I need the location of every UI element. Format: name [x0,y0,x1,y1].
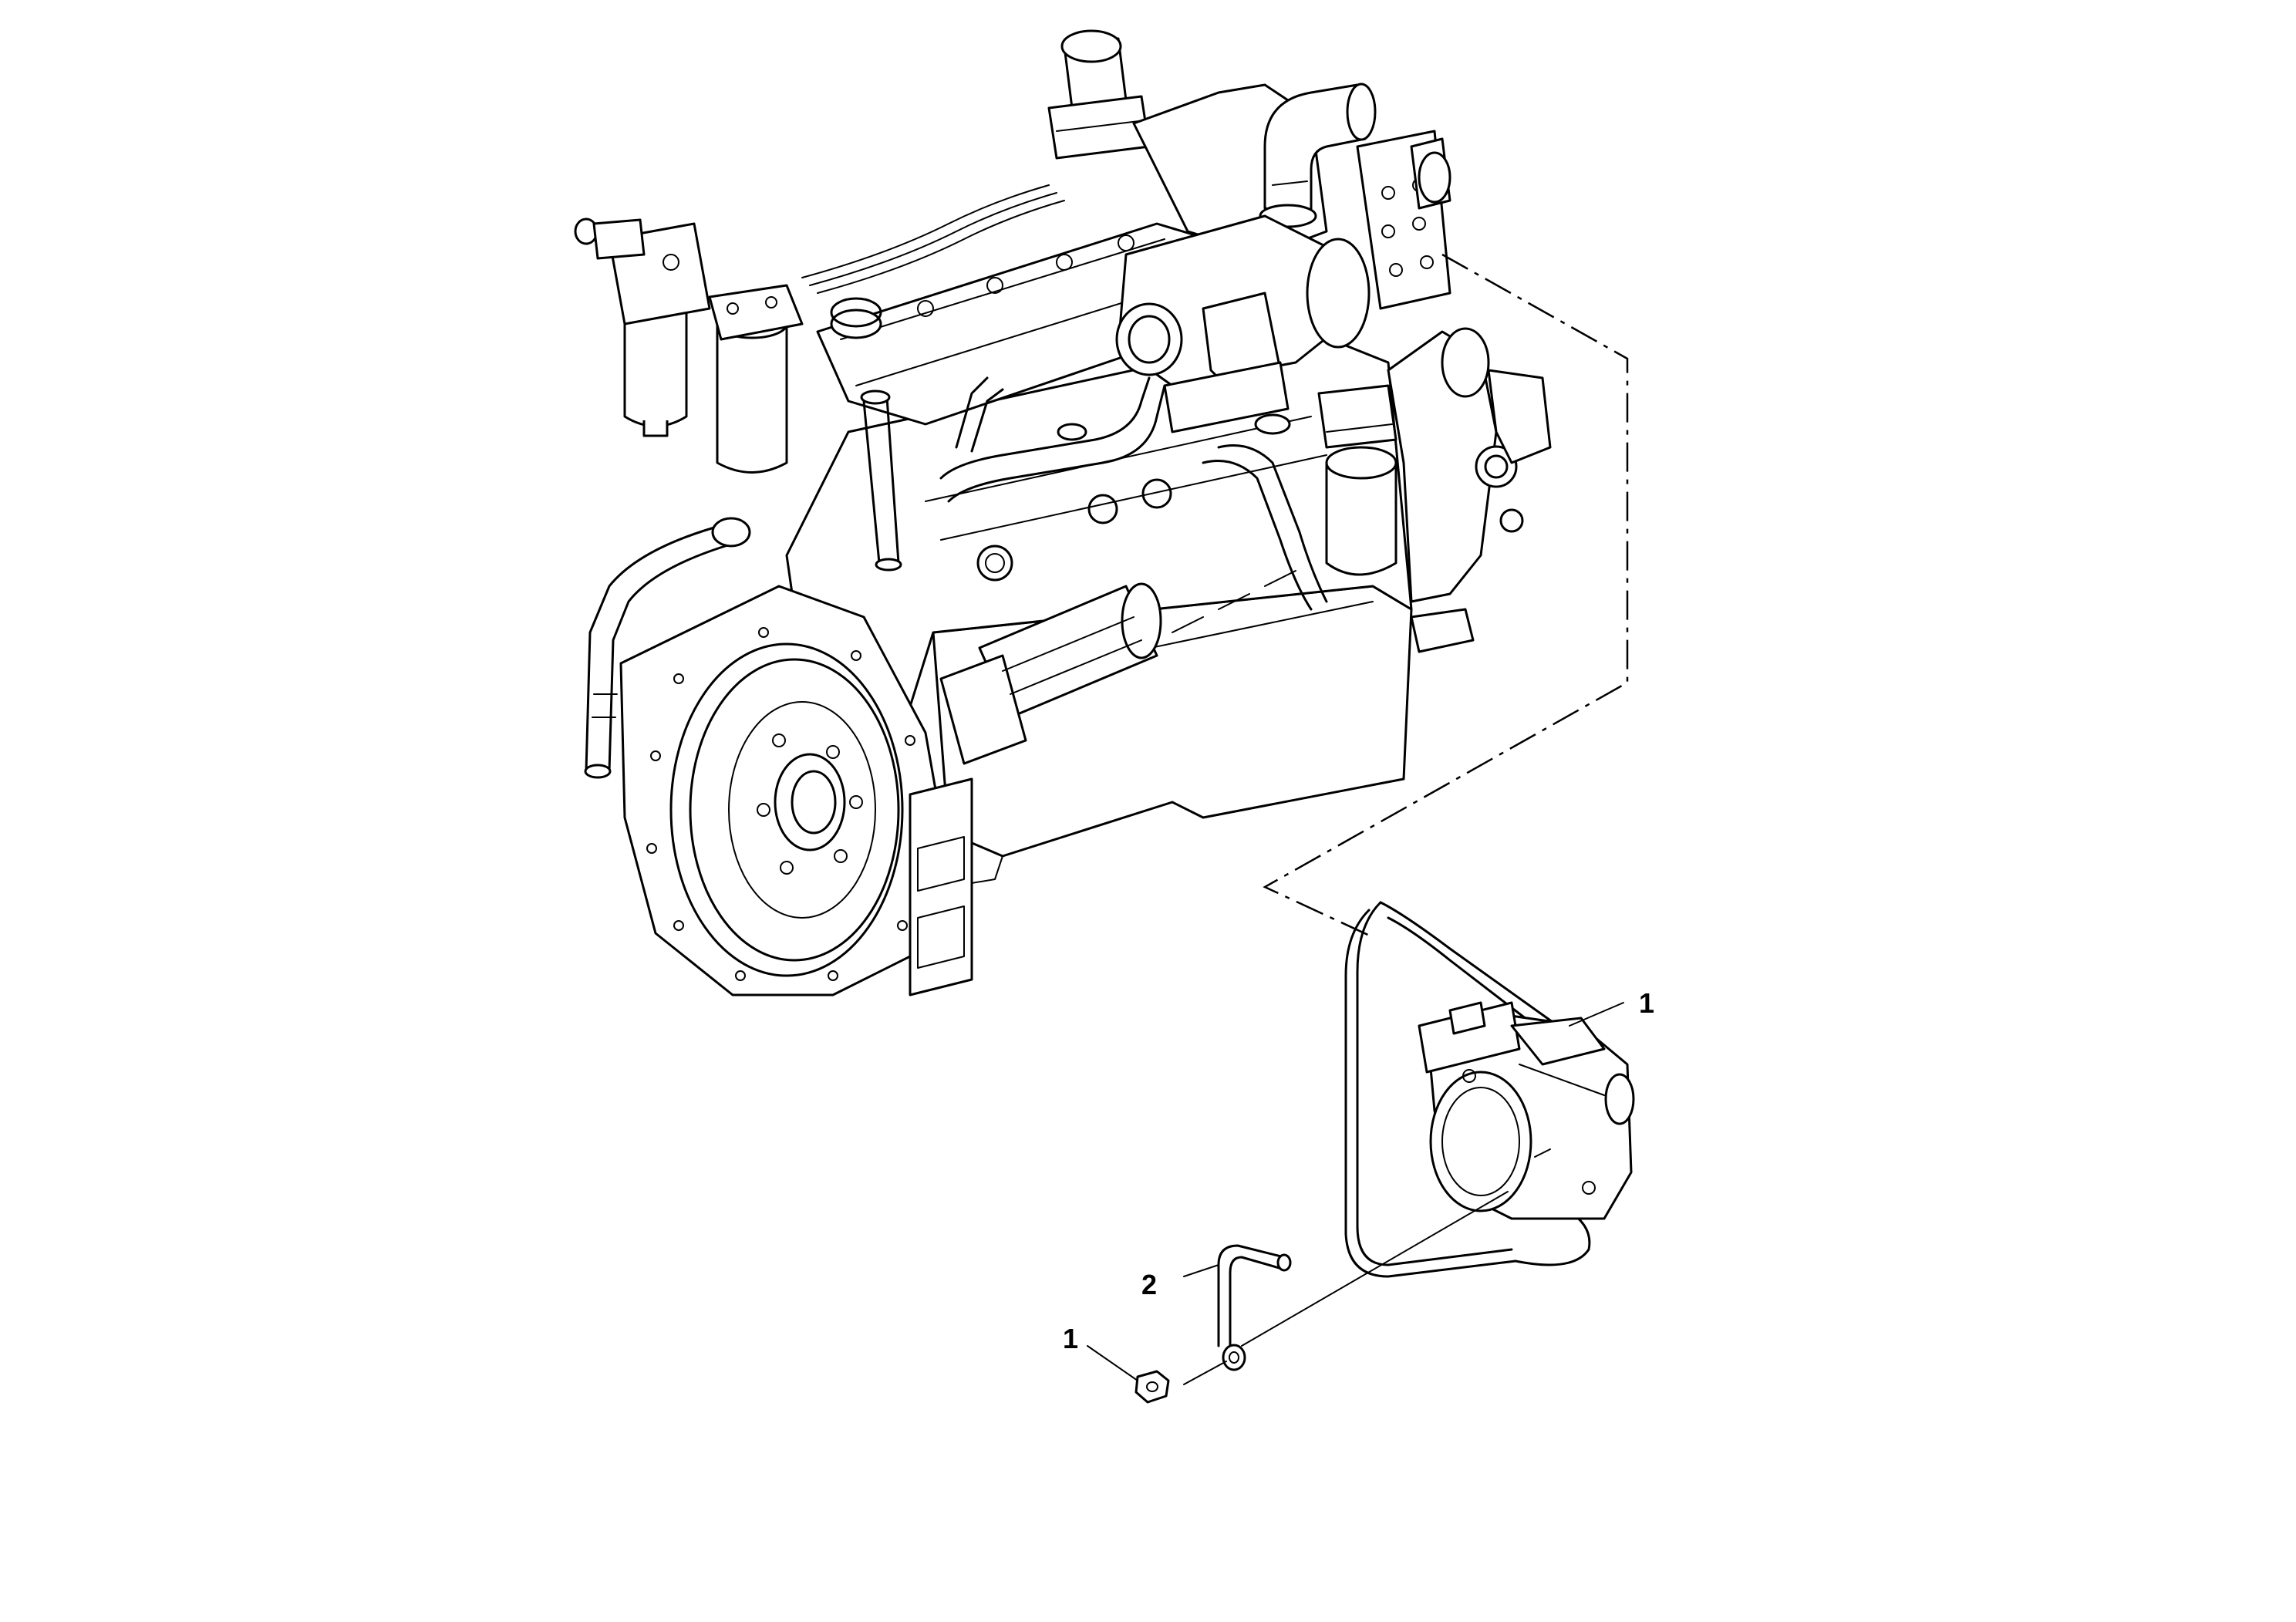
exhaust-manifold [1115,214,1371,433]
callout-alternator: 1 [1569,987,1654,1027]
alternator-assembly [1241,901,1635,1347]
callout-label-alternator: 1 [1639,987,1654,1019]
breather-hose [584,517,751,779]
assembly-leader-line [1263,253,1629,939]
alternator [1418,1001,1635,1220]
breather-cap [1047,29,1151,160]
alternator-terminal-leader [1241,1191,1509,1347]
nut-leader [1183,1361,1227,1385]
starter-motor [939,582,1162,765]
drive-belt [1344,901,1591,1278]
callout-label-wire: 2 [1141,1269,1157,1300]
dipstick [860,389,902,572]
intake-elbow [1259,83,1377,228]
callout-label-nut: 1 [1063,1323,1078,1354]
water-pump [1387,327,1552,653]
engine-assembly [574,29,1629,996]
wire-harness [1217,1244,1292,1371]
fuel-filter-left [574,218,711,437]
coolant-pipes [939,376,1328,611]
right-bracket [1356,130,1451,310]
engine-mount [909,777,973,996]
flywheel-housing [619,585,950,996]
right-oil-filter [1317,384,1397,576]
wire-eyelet [1222,1344,1246,1371]
callout-wire: 2 [1141,1264,1219,1300]
fuel-filter-right [708,284,804,474]
hex-nut [1135,1370,1170,1404]
callout-nut: 1 [1063,1323,1138,1381]
